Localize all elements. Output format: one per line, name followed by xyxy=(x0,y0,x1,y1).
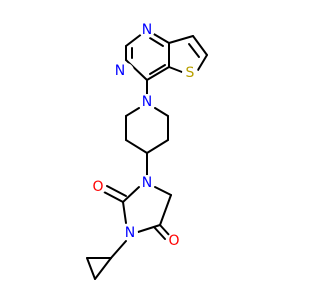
atom-o-carbonyl-4-label: O xyxy=(168,233,179,249)
bond-n1-c4 xyxy=(125,59,148,81)
atom-n-pyrimidine-left-label: N xyxy=(115,63,125,79)
atom-o-carbonyl-2: O xyxy=(90,179,106,195)
bond-c2h-nh1 xyxy=(122,186,140,203)
bond-c4p-c5p xyxy=(146,139,169,154)
bond-npip-c2p xyxy=(125,107,140,117)
bond-c7-c6-double xyxy=(188,43,200,58)
bond-cp2-cp3 xyxy=(86,257,96,280)
atom-labels: N N S N N N O O xyxy=(90,22,198,249)
atom-s-thiophene: S xyxy=(182,65,198,81)
atom-n-hydantoin-3: N xyxy=(122,225,138,241)
atom-n-pyrimidine-top: N xyxy=(139,22,155,38)
bond-c2h-o-double xyxy=(106,185,127,197)
bond-c7a-n3-double xyxy=(149,37,164,47)
bond-c3p-c4p xyxy=(125,139,148,154)
bond-nh1-c5h xyxy=(154,186,172,196)
bond-c7a-c7 xyxy=(168,35,194,44)
atom-n-pyrimidine-left: N xyxy=(115,63,134,79)
bond-c7-c6 xyxy=(192,35,208,56)
bond-c4h-o xyxy=(159,224,171,237)
atom-n-hydantoin-1: N xyxy=(139,175,155,191)
atom-o-carbonyl-2-label: O xyxy=(92,179,103,195)
bond-c6p-npip xyxy=(154,107,169,117)
bond-nh3-cp1 xyxy=(110,240,127,259)
molecule-structure: N N S N N N O O xyxy=(86,22,208,280)
atom-n-hydantoin-3-label: N xyxy=(125,225,135,241)
atom-n-pyrimidine-top-label: N xyxy=(142,22,152,38)
atom-o-carbonyl-4: O xyxy=(166,233,182,249)
bond-c6-s xyxy=(197,54,208,71)
bond-c4-c4a xyxy=(146,66,170,81)
bond-c2h-o xyxy=(103,191,124,203)
bond-c4h-nh3 xyxy=(137,224,161,233)
atom-s-thiophene-label: S xyxy=(186,65,195,81)
atom-n-hydantoin-1-label: N xyxy=(142,175,152,191)
bond-c4-c4a-double xyxy=(149,64,166,75)
bond-nh3-c2h xyxy=(122,201,127,224)
bond-s-c4a xyxy=(168,66,183,73)
atom-n-piperidine-label: N xyxy=(142,94,152,110)
bond-cp1-cp3 xyxy=(94,257,112,280)
bond-c4h-o-double xyxy=(153,226,166,240)
bond-c5h-c4h xyxy=(159,194,172,226)
bonds xyxy=(86,29,208,280)
atom-n-piperidine: N xyxy=(139,94,155,110)
